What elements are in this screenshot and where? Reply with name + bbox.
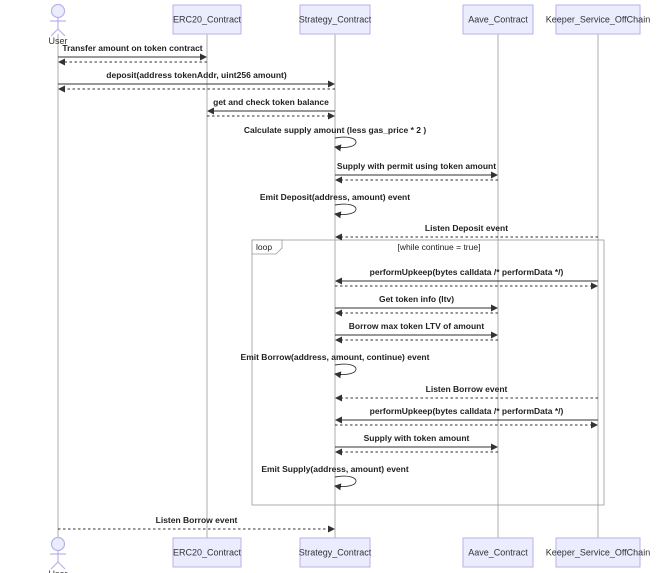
message-label: Transfer amount on token contract (62, 43, 202, 53)
message-performupkeep-bytes-calldata-performdata: performUpkeep(bytes calldata /* performD… (335, 406, 598, 424)
message-label: Supply with permit using token amount (337, 161, 496, 171)
message-label: Listen Deposit event (425, 223, 508, 233)
participant-box (299, 537, 371, 568)
message-label: Emit Borrow(address, amount, continue) e… (241, 352, 430, 362)
participant-box (172, 4, 242, 35)
loop-label-tab (251, 239, 283, 255)
message-listen-borrow-event: Listen Borrow event (335, 384, 598, 402)
loop-condition: [while continue = true] (398, 242, 481, 252)
participant-box (462, 4, 534, 35)
participant-label: ERC20_Contract (173, 15, 242, 25)
message-label: Emit Deposit(address, amount) event (260, 192, 410, 202)
message-label: Listen Borrow event (156, 515, 238, 525)
participant-box (172, 537, 242, 568)
self-message-arrow (334, 136, 357, 152)
actor-leg-right-icon (57, 561, 66, 570)
participant-box (299, 4, 371, 35)
participant-box (555, 537, 641, 568)
message-label: deposit(address tokenAddr, uint256 amoun… (106, 70, 287, 80)
participant-box (555, 4, 641, 35)
participant-keeper-top: Keeper_Service_OffChain (546, 4, 650, 35)
actor-head-icon (50, 536, 66, 552)
message-label: get and check token balance (213, 97, 329, 107)
message-label: Listen Borrow event (426, 384, 508, 394)
actor-user-top: User (48, 3, 68, 46)
actor-head-icon (50, 3, 66, 19)
message-emit-borrow-address-amount-continue-event: Emit Borrow(address, amount, continue) e… (241, 352, 430, 379)
participant-label: Aave_Contract (468, 548, 528, 558)
message-label: Calculate supply amount (less gas_price … (244, 125, 427, 135)
message-label: Get token info (ltv) (379, 294, 454, 304)
loop-label: loop (256, 242, 272, 252)
message-get-token-info-ltv: Get token info (ltv) (335, 294, 498, 312)
actor-label: User (48, 569, 67, 573)
actor-leg-left-icon (50, 28, 59, 37)
message-listen-borrow-event: Listen Borrow event (58, 515, 335, 533)
message-label: performUpkeep(bytes calldata /* performD… (370, 267, 564, 277)
participant-erc20-top: ERC20_Contract (172, 4, 242, 35)
participant-aave-bottom: Aave_Contract (462, 537, 534, 568)
message-emit-supply-address-amount-event: Emit Supply(address, amount) event (261, 464, 409, 491)
participant-aave-top: Aave_Contract (462, 4, 534, 35)
message-label: Borrow max token LTV of amount (349, 321, 485, 331)
self-message-arrow (334, 363, 357, 379)
participant-label: Aave_Contract (468, 15, 528, 25)
self-message-arrow (334, 475, 357, 491)
participant-keeper-bottom: Keeper_Service_OffChain (546, 537, 650, 568)
message-supply-with-permit-using-token-amount: Supply with permit using token amount (335, 161, 498, 179)
participant-label: Keeper_Service_OffChain (546, 15, 650, 25)
message-label: Emit Supply(address, amount) event (261, 464, 409, 474)
participant-label: Strategy_Contract (299, 15, 372, 25)
message-transfer-amount-on-token-contract: Transfer amount on token contract (58, 43, 207, 61)
participant-erc20-bottom: ERC20_Contract (172, 537, 242, 568)
message-label: Supply with token amount (364, 433, 470, 443)
message-deposit-address-tokenaddr-uint256-amount: deposit(address tokenAddr, uint256 amoun… (58, 70, 335, 88)
participant-strategy-bottom: Strategy_Contract (299, 537, 372, 568)
participant-label: ERC20_Contract (173, 548, 242, 558)
actor-user-bottom: User (48, 536, 68, 573)
actor-leg-right-icon (57, 28, 66, 37)
message-listen-deposit-event: Listen Deposit event (335, 223, 598, 241)
message-calculate-supply-amount-less-gas-price-2: Calculate supply amount (less gas_price … (244, 125, 427, 152)
participant-label: Keeper_Service_OffChain (546, 548, 650, 558)
message-label: performUpkeep(bytes calldata /* performD… (370, 406, 564, 416)
participant-strategy-top: Strategy_Contract (299, 4, 372, 35)
message-performupkeep-bytes-calldata-performdata: performUpkeep(bytes calldata /* performD… (335, 267, 598, 285)
message-borrow-max-token-ltv-of-amount: Borrow max token LTV of amount (335, 321, 498, 339)
actor-label: User (48, 36, 67, 46)
message-emit-deposit-address-amount-event: Emit Deposit(address, amount) event (260, 192, 410, 219)
actor-leg-left-icon (50, 561, 59, 570)
self-message-arrow (334, 203, 357, 219)
message-get-and-check-token-balance: get and check token balance (207, 97, 335, 115)
loop-frame (251, 239, 605, 506)
participant-label: Strategy_Contract (299, 548, 372, 558)
message-supply-with-token-amount: Supply with token amount (335, 433, 498, 451)
participant-box (462, 537, 534, 568)
